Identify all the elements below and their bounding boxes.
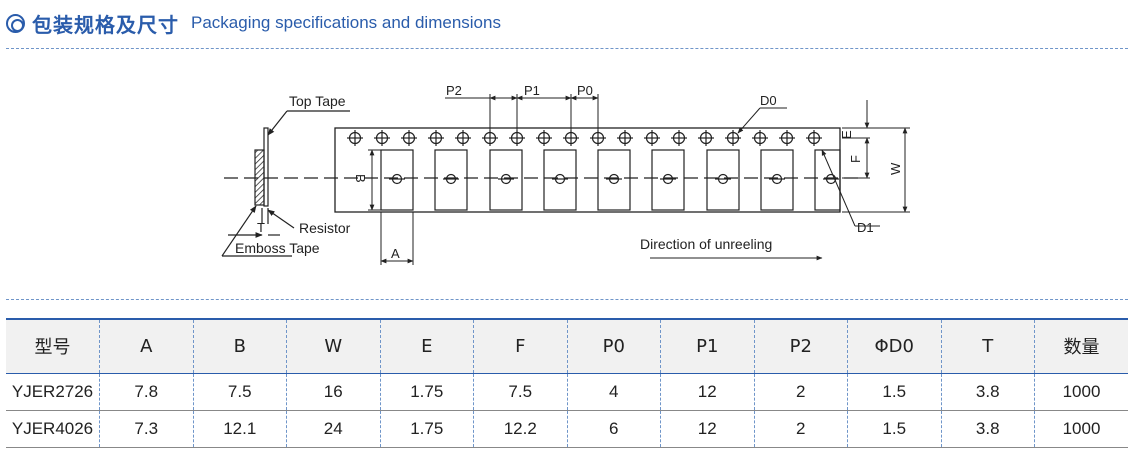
table-cell: 12 (660, 373, 754, 411)
col-header-e: E (379, 318, 474, 374)
col-header-a: A (99, 318, 193, 374)
table-row: YJER4026 7.3 12.1 24 1.75 12.2 6 12 2 1.… (6, 410, 1128, 448)
a-dimension-label: A (391, 246, 400, 261)
col-header-p1: P1 (660, 318, 754, 374)
col-header-t: T (940, 318, 1035, 374)
table-cell: 3.8 (940, 410, 1035, 448)
col-header-w: W (286, 318, 380, 374)
table-divider (6, 299, 1128, 300)
table-header-row: 型号 A B W E F P0 P1 P2 ΦD0 T 数量 (6, 318, 1128, 374)
dimension-lines (368, 94, 910, 265)
table-cell: 1000 (1034, 410, 1128, 448)
table-cell: 7.3 (99, 410, 193, 448)
sprocket-holes (347, 130, 822, 146)
table-cell: 7.5 (192, 373, 287, 411)
table-cell: 2 (753, 410, 848, 448)
table-cell: 4 (566, 373, 661, 411)
emboss-tape-label: Emboss Tape (235, 240, 320, 256)
p2-label: P2 (446, 83, 462, 98)
e-dimension-label: E (839, 130, 854, 139)
d0-label: D0 (760, 93, 777, 108)
component-pockets (380, 149, 841, 211)
table-cell: 1.75 (379, 410, 474, 448)
col-header-b: B (192, 318, 287, 374)
table-cell: 7.5 (473, 373, 567, 411)
col-header-p2: P2 (753, 318, 848, 374)
header-divider (6, 48, 1128, 49)
d1-label: D1 (857, 220, 874, 235)
t-label: T (257, 220, 265, 235)
section-title-cn: 包装规格及尺寸 (32, 12, 179, 37)
table-cell: 1.5 (847, 410, 941, 448)
table-cell: 7.8 (99, 373, 193, 411)
table-cell: 24 (286, 410, 380, 448)
table-cell: 12 (660, 410, 754, 448)
table-cell: 1.75 (379, 373, 474, 411)
resistor-label: Resistor (299, 220, 351, 236)
table-cell: 12.2 (473, 410, 567, 448)
section-header: 包装规格及尺寸 Packaging specifications and dim… (6, 8, 501, 38)
table-cell: YJER4026 (6, 410, 100, 448)
tape-diagram: Top Tape Resistor Emboss Tape T (221, 83, 910, 265)
p0-label: P0 (577, 83, 593, 98)
direction-label: Direction of unreeling (640, 236, 772, 252)
double-circle-icon (6, 13, 25, 33)
table-cell: 1.5 (847, 373, 941, 411)
table-cell: 2 (753, 373, 848, 411)
col-header-d0: ΦD0 (847, 318, 941, 374)
b-dimension-label: B (353, 174, 368, 183)
table-cell: 6 (566, 410, 661, 448)
table-row: YJER2726 7.8 7.5 16 1.75 7.5 4 12 2 1.5 … (6, 373, 1128, 411)
table-cell: 16 (286, 373, 380, 411)
top-tape-label: Top Tape (289, 93, 346, 109)
col-header-model: 型号 (6, 318, 100, 374)
p1-label: P1 (524, 83, 540, 98)
table-cell: 12.1 (192, 410, 287, 448)
col-header-p0: P0 (566, 318, 661, 374)
table-cell: 1000 (1034, 373, 1128, 411)
col-header-f: F (473, 318, 567, 374)
section-title-en: Packaging specifications and dimensions (191, 13, 501, 32)
col-header-quantity: 数量 (1034, 318, 1128, 374)
table-cell: YJER2726 (6, 373, 100, 411)
f-dimension-label: F (848, 155, 863, 163)
table-cell: 3.8 (940, 373, 1035, 411)
w-dimension-label: W (888, 162, 903, 175)
spec-table: 型号 A B W E F P0 P1 P2 ΦD0 T 数量 YJER2726 … (6, 318, 1128, 448)
